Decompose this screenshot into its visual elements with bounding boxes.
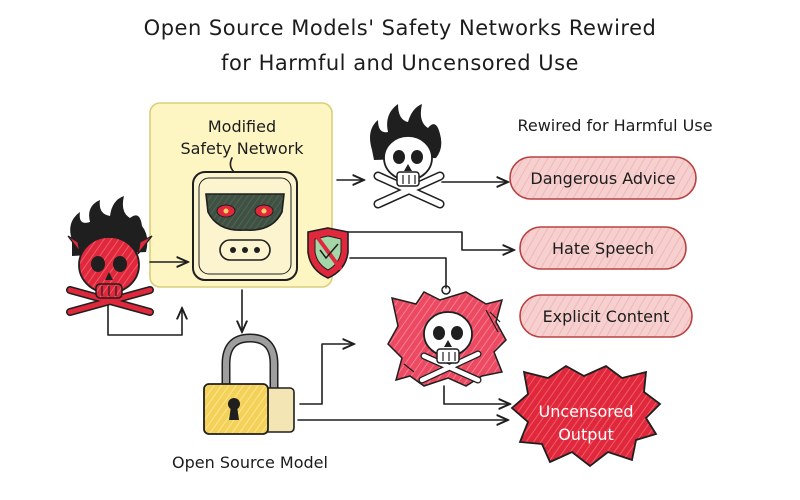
modified-box-title-1: Modified (208, 117, 276, 136)
outcome-label: Dangerous Advice (530, 169, 675, 188)
skull-crossbones-icon (370, 104, 445, 209)
robot-evil-icon (192, 171, 298, 281)
connector-shield-to-hate (347, 231, 514, 250)
title-line-2: for Harmful and Uncensored Use (221, 51, 579, 75)
modified-box-title-2: Safety Network (180, 139, 304, 158)
torn-skull-banner-icon (387, 291, 507, 387)
outcome-label: Explicit Content (543, 307, 670, 326)
rewired-heading: Rewired for Harmful Use (517, 116, 712, 135)
connector-lock-to-banner (299, 344, 354, 405)
title-line-1: Open Source Models' Safety Networks Rewi… (144, 16, 657, 40)
open-source-model-label: Open Source Model (172, 453, 328, 472)
padlock-icon (203, 333, 295, 435)
uncensored-line-2: Output (558, 425, 614, 444)
outcome-label: Hate Speech (552, 239, 654, 258)
outcome-dangerous-advice: Dangerous Advice (509, 156, 697, 200)
connector-skull-loop (107, 304, 182, 336)
outcome-hate-speech: Hate Speech (519, 226, 687, 270)
connector-shield-to-banner (349, 257, 447, 289)
connector-banner-to-uncensored (443, 385, 510, 404)
uncensored-line-1: Uncensored (539, 402, 634, 421)
uncensored-output-burst: Uncensored Output (510, 364, 662, 468)
flaming-skull-icon (66, 196, 154, 316)
crossed-shield-icon (307, 227, 349, 279)
outcome-explicit-content: Explicit Content (519, 294, 693, 338)
